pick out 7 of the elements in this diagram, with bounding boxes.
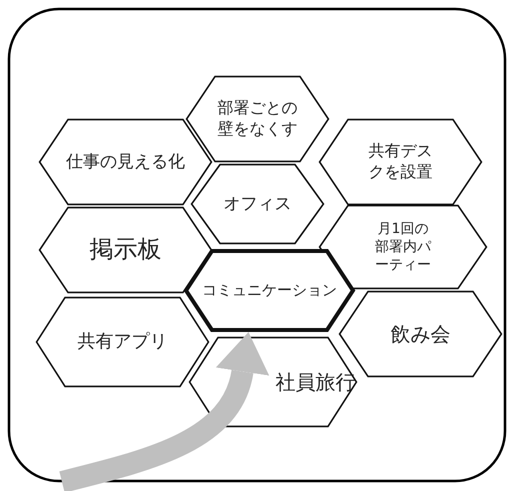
curved-arrow xyxy=(59,332,269,491)
hexagon-cell: 共有アプリ xyxy=(35,296,210,388)
hexagon-cell: オフィス xyxy=(190,163,325,245)
hexagon-cell: 部署ごとの壁をなくす xyxy=(185,75,330,163)
hexagon-cell: 仕事の見える化 xyxy=(38,118,213,206)
hexagon-cell: 共有デスクを設置 xyxy=(318,118,483,206)
hexagon-cell: 社員旅行 xyxy=(188,336,358,428)
